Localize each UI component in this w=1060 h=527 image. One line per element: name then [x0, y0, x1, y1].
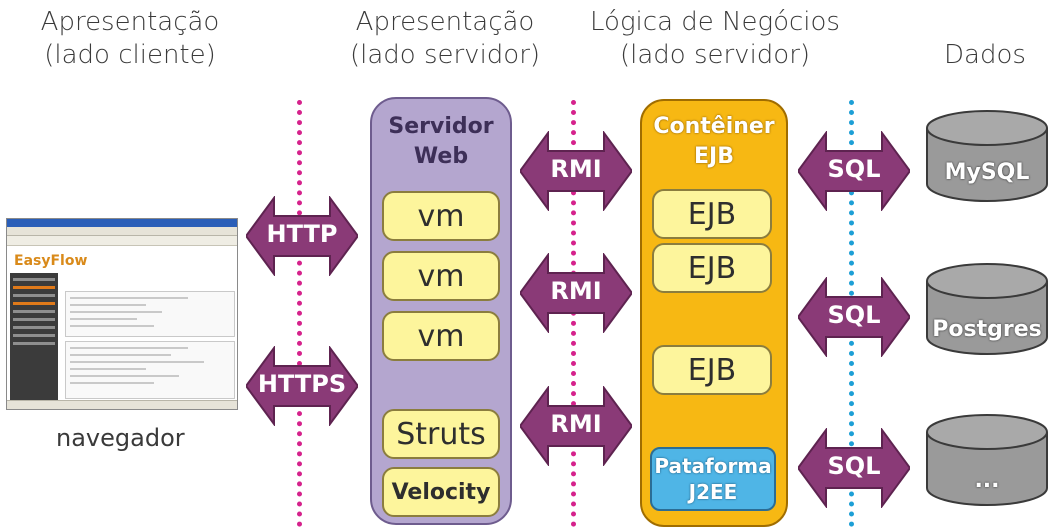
- ejb-container-title-line2: EJB: [694, 144, 734, 169]
- double-arrow-icon: [246, 196, 358, 276]
- double-arrow-icon: [520, 131, 632, 211]
- rmi-label: RMI: [550, 410, 602, 438]
- header-data: Dados: [920, 39, 1050, 72]
- sql-label: SQL: [827, 452, 881, 480]
- struts-component: Struts: [382, 409, 500, 459]
- web-server-title-line1: Servidor: [388, 114, 494, 139]
- double-arrow-icon: [798, 428, 910, 508]
- velocity-component: Velocity: [382, 467, 500, 517]
- header-server-line1: Apresentação: [355, 7, 535, 37]
- header-client-line2: (lado cliente): [44, 40, 216, 70]
- rmi-label: RMI: [550, 155, 602, 183]
- double-arrow-icon: [798, 277, 910, 357]
- browser-title-bar: [7, 219, 237, 227]
- database-cylinder-icon: [926, 414, 1048, 506]
- ejb-component: EJB: [652, 345, 772, 395]
- ejb-container-title-line1: Contêiner: [653, 114, 775, 139]
- sql-arrow: SQL: [798, 428, 910, 508]
- sql-label: SQL: [827, 301, 881, 329]
- header-logic: Lógica de Negócios (lado servidor): [570, 6, 860, 72]
- double-arrow-icon: [246, 346, 358, 426]
- double-arrow-icon: [798, 131, 910, 211]
- database-cylinder-icon: [926, 263, 1048, 355]
- http-label: HTTP: [266, 220, 338, 248]
- vm-component: vm: [382, 191, 500, 241]
- database-other: ...: [924, 412, 1050, 508]
- header-logic-line1: Lógica de Negócios: [590, 7, 840, 37]
- database-postgres-label: Postgres: [932, 317, 1042, 342]
- rmi-arrow: RMI: [520, 253, 632, 333]
- j2ee-platform: Pataforma J2EE: [650, 447, 776, 511]
- browser-sidebar: [10, 273, 58, 405]
- database-mysql: MySQL: [924, 108, 1050, 204]
- sql-arrow: SQL: [798, 131, 910, 211]
- ejb-component: EJB: [652, 243, 772, 293]
- database-other-label: ...: [974, 468, 1000, 493]
- rmi-arrow: RMI: [520, 131, 632, 211]
- database-cylinder-icon: [926, 110, 1048, 202]
- browser-menu-bar: [7, 227, 237, 236]
- browser-status-bar: [7, 400, 237, 409]
- header-data-line1: Dados: [944, 40, 1026, 70]
- browser-screenshot: EasyFlow: [6, 218, 238, 410]
- header-client-line1: Apresentação: [40, 7, 220, 37]
- sql-label: SQL: [827, 155, 881, 183]
- web-server-container: Servidor Web vm vm vm Struts Velocity: [370, 97, 512, 525]
- double-arrow-icon: [520, 386, 632, 466]
- header-logic-line2: (lado servidor): [619, 40, 811, 70]
- rmi-arrow: RMI: [520, 386, 632, 466]
- http-arrow: HTTP: [246, 196, 358, 276]
- database-postgres: Postgres: [924, 261, 1050, 357]
- web-server-title-line2: Web: [413, 144, 469, 169]
- separator-client-server: [297, 100, 302, 527]
- header-server: Apresentação (lado servidor): [330, 6, 560, 72]
- header-client: Apresentação (lado cliente): [10, 6, 250, 72]
- https-arrow: HTTPS: [246, 346, 358, 426]
- browser-form-panel: [65, 291, 235, 337]
- sql-arrow: SQL: [798, 277, 910, 357]
- vm-component: vm: [382, 251, 500, 301]
- double-arrow-icon: [520, 253, 632, 333]
- vm-component: vm: [382, 311, 500, 361]
- browser-toolbar: [7, 236, 237, 246]
- ejb-container: Contêiner EJB EJB EJB EJB Pataforma J2EE: [640, 99, 788, 527]
- database-mysql-label: MySQL: [944, 160, 1030, 185]
- rmi-label: RMI: [550, 277, 602, 305]
- j2ee-platform-line1: Pataforma: [654, 454, 772, 478]
- browser-label: navegador: [56, 424, 185, 452]
- ejb-component: EJB: [652, 189, 772, 239]
- header-server-line2: (lado servidor): [349, 40, 541, 70]
- easyflow-logo: EasyFlow: [14, 253, 88, 269]
- browser-form-panel: [65, 341, 235, 399]
- https-label: HTTPS: [257, 370, 347, 398]
- j2ee-platform-line2: J2EE: [688, 480, 738, 504]
